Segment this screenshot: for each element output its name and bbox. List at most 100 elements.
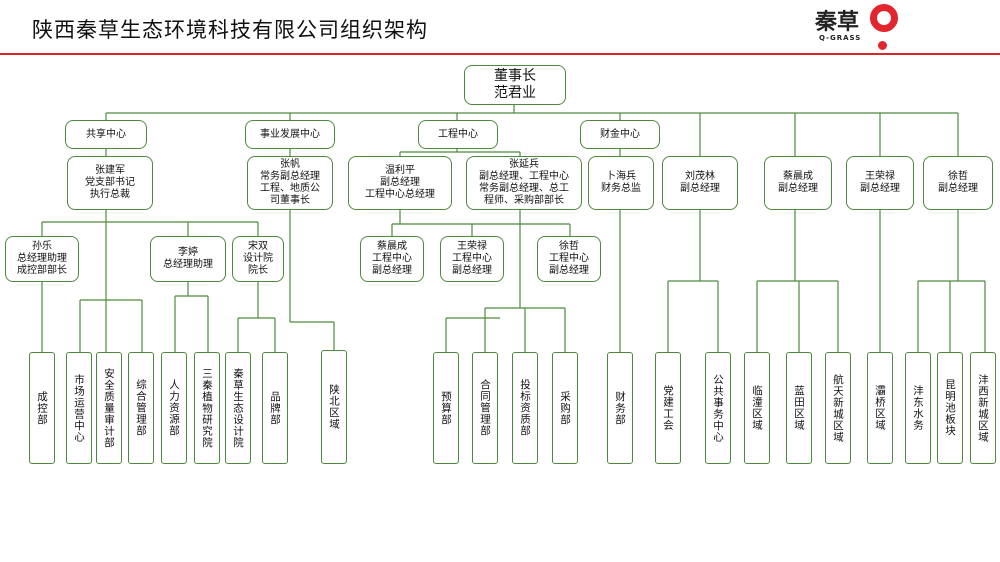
department-box: 三秦植物研究院 <box>194 352 220 464</box>
department-box: 人力资源部 <box>161 352 187 464</box>
manager-name: 刘茂林 <box>685 171 715 182</box>
submanager-box-wang-ronglu: 王荣禄 工程中心 副总经理 <box>440 236 504 282</box>
department-label: 党建工会 <box>662 385 674 431</box>
department-box: 预算部 <box>433 352 459 464</box>
department-label: 公共事务中心 <box>712 373 724 443</box>
logo-ring-icon <box>870 4 898 32</box>
department-box: 市场运营中心 <box>66 352 92 464</box>
submanager-name: 徐哲 <box>559 241 579 252</box>
submanager-name: 王荣禄 <box>457 241 487 252</box>
department-box: 临潼区域 <box>744 352 770 464</box>
department-box: 沣西新城区域 <box>970 352 996 464</box>
department-label: 沣西新城区域 <box>977 373 989 443</box>
submanager-role: 设计院 <box>243 253 273 264</box>
manager-role: 副总经理 <box>380 177 420 188</box>
manager-name: 张延兵 <box>509 159 539 170</box>
department-box: 采购部 <box>552 352 578 464</box>
center-label: 财金中心 <box>600 128 640 140</box>
submanager-role: 工程中心 <box>452 253 492 264</box>
submanager-name: 蔡晨成 <box>377 241 407 252</box>
submanager-box-li-ting: 李婷 总经理助理 <box>150 236 226 282</box>
logo-sub-text: Q-GRASS <box>819 34 862 42</box>
department-label: 陕北区域 <box>328 384 340 430</box>
chairman-name: 范君业 <box>494 85 536 101</box>
manager-role: 副总经理 <box>860 183 900 194</box>
manager-name: 温利平 <box>385 165 415 176</box>
department-label: 蓝田区域 <box>793 385 805 431</box>
manager-box-xu-zhe: 徐哲 副总经理 <box>923 156 993 210</box>
manager-role: 常务副总经理 <box>260 171 320 182</box>
manager-role: 工程中心总经理 <box>365 189 435 200</box>
manager-box-cai-chencheng: 蔡晨成 副总经理 <box>764 156 832 210</box>
logo-dot-icon <box>878 41 887 50</box>
department-label: 品牌部 <box>269 390 281 426</box>
department-label: 人力资源部 <box>168 379 180 437</box>
submanager-role: 总经理助理 <box>17 253 67 264</box>
department-box: 沣东水务 <box>905 352 931 464</box>
department-box: 投标资质部 <box>512 352 538 464</box>
department-box: 陕北区域 <box>321 350 347 464</box>
center-shared: 共享中心 <box>65 120 147 149</box>
submanager-name: 孙乐 <box>32 241 52 252</box>
department-box: 品牌部 <box>262 352 288 464</box>
department-box: 综合管理部 <box>128 352 154 464</box>
center-label: 事业发展中心 <box>260 128 320 140</box>
submanager-role: 副总经理 <box>549 265 589 276</box>
submanager-box-cai-chencheng: 蔡晨成 工程中心 副总经理 <box>360 236 424 282</box>
company-logo: 秦草 Q-GRASS <box>815 4 915 50</box>
department-label: 航天新城区域 <box>832 373 844 443</box>
department-label: 灞桥区域 <box>874 385 886 431</box>
manager-name: 卜海兵 <box>606 171 636 182</box>
department-box: 公共事务中心 <box>705 352 731 464</box>
submanager-role: 院长 <box>248 265 268 276</box>
page-title: 陕西秦草生态环境科技有限公司组织架构 <box>32 18 428 42</box>
department-box: 合同管理部 <box>472 352 498 464</box>
center-label: 工程中心 <box>438 128 478 140</box>
logo-brand-text: 秦草 <box>815 10 860 35</box>
department-label: 安全质量审计部 <box>103 367 115 449</box>
submanager-role: 工程中心 <box>549 253 589 264</box>
center-finance: 财金中心 <box>580 120 660 149</box>
manager-role: 副总经理、工程中心 <box>479 171 569 182</box>
department-box: 安全质量审计部 <box>96 352 122 464</box>
submanager-role: 总经理助理 <box>163 259 213 270</box>
department-box: 航天新城区域 <box>825 352 851 464</box>
center-business-development: 事业发展中心 <box>245 120 335 149</box>
manager-box-zhang-yanbing: 张延兵 副总经理、工程中心 常务副总经理、总工 程师、采购部部长 <box>466 156 582 210</box>
submanager-role: 副总经理 <box>372 265 412 276</box>
department-label: 综合管理部 <box>135 379 147 437</box>
manager-role: 副总经理 <box>938 183 978 194</box>
manager-name: 蔡晨成 <box>783 171 813 182</box>
manager-box-zhang-fan: 张帆 常务副总经理 工程、地质公 司董事长 <box>247 156 333 210</box>
manager-box-bu-haibing: 卜海兵 财务总监 <box>588 156 654 210</box>
manager-box-liu-maolin: 刘茂林 副总经理 <box>662 156 738 210</box>
department-box: 成控部 <box>29 352 55 464</box>
manager-role: 执行总裁 <box>90 189 130 200</box>
manager-box-wen-liping: 温利平 副总经理 工程中心总经理 <box>348 156 452 210</box>
manager-name: 张建军 <box>95 165 125 176</box>
submanager-box-xu-zhe: 徐哲 工程中心 副总经理 <box>537 236 601 282</box>
department-label: 三秦植物研究院 <box>201 367 213 449</box>
center-label: 共享中心 <box>86 128 126 140</box>
submanager-name: 宋双 <box>248 241 268 252</box>
submanager-role: 成控部部长 <box>17 265 67 276</box>
department-label: 秦草生态设计院 <box>232 367 244 449</box>
manager-name: 徐哲 <box>948 171 968 182</box>
manager-name: 张帆 <box>280 159 300 170</box>
department-box: 党建工会 <box>655 352 681 464</box>
submanager-name: 李婷 <box>178 247 198 258</box>
submanager-role: 副总经理 <box>452 265 492 276</box>
department-label: 预算部 <box>440 390 452 426</box>
department-label: 合同管理部 <box>479 379 491 437</box>
department-box: 灞桥区域 <box>867 352 893 464</box>
submanager-box-sun-le: 孙乐 总经理助理 成控部部长 <box>5 236 79 282</box>
center-engineering: 工程中心 <box>418 120 498 149</box>
department-box: 秦草生态设计院 <box>225 352 251 464</box>
manager-name: 王荣禄 <box>865 171 895 182</box>
manager-box-wang-ronglu: 王荣禄 副总经理 <box>846 156 914 210</box>
department-box: 昆明池板块 <box>937 352 963 464</box>
manager-box-zhang-jianjun: 张建军 党支部书记 执行总裁 <box>67 156 153 210</box>
department-label: 采购部 <box>559 390 571 426</box>
manager-role: 常务副总经理、总工 <box>479 183 569 194</box>
